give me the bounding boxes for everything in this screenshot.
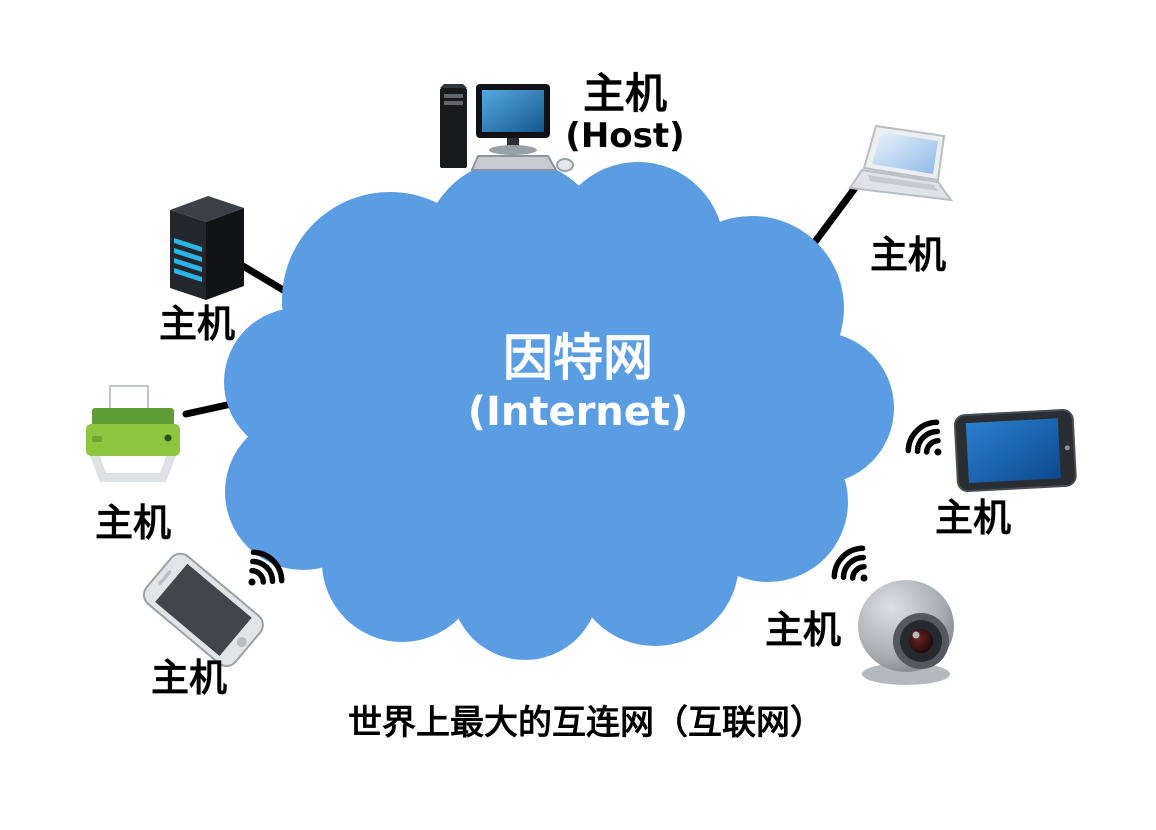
diagram-caption: 世界上最大的互连网（互联网） — [348, 703, 824, 743]
cloud-title: 因特网 — [503, 329, 653, 387]
tablet-icon — [953, 409, 1077, 493]
cloud-subtitle: (Internet) — [467, 388, 689, 435]
label-laptop: 主机 — [869, 233, 947, 277]
label-desktop: 主机 (Host) — [565, 70, 684, 155]
printer-icon — [86, 385, 180, 482]
cloud-label: 因特网 (Internet) — [467, 329, 689, 436]
wifi-icon-camera — [831, 545, 868, 582]
internet-cloud — [224, 160, 894, 660]
wifi-icon-smartphone — [248, 549, 285, 586]
desktop-computer-icon — [440, 84, 574, 172]
label-smartphone: 主机 — [150, 656, 228, 700]
label-server: 主机 — [158, 302, 236, 346]
label-printer: 主机 — [94, 501, 172, 545]
wifi-icon-tablet — [905, 419, 942, 456]
label-camera: 主机 — [764, 608, 842, 652]
label-tablet: 主机 — [934, 496, 1012, 540]
smartphone-icon — [142, 552, 264, 667]
server-icon — [170, 196, 244, 300]
label-desktop-main: 主机 — [582, 69, 668, 118]
camera-icon — [858, 580, 954, 685]
laptop-icon — [848, 124, 954, 202]
label-desktop-sub: (Host) — [565, 116, 685, 157]
